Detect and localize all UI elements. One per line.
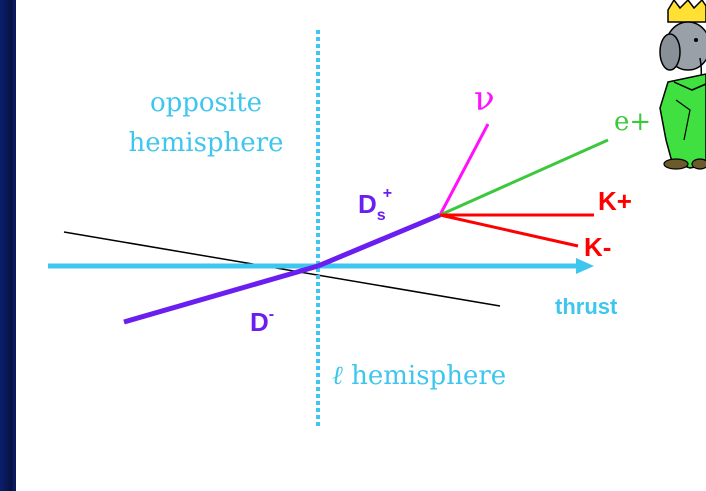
opposite-hemisphere-label-line1: opposite: [150, 88, 262, 118]
thrust-arrowhead: [576, 258, 594, 274]
k-plus-label: K+: [598, 186, 632, 216]
neutrino-track: [438, 123, 490, 216]
ds-subscript: s: [377, 207, 386, 224]
d-main: D: [250, 307, 269, 337]
d-minus-label: D-: [250, 306, 274, 337]
lepton-hemisphere-text: hemisphere: [343, 361, 506, 391]
neutrino-label: ν: [474, 79, 495, 119]
babar-elephant-icon: [659, 0, 706, 170]
lepton-symbol: ℓ: [332, 361, 343, 391]
positron-label: e+: [614, 107, 651, 137]
d-minus-track: [123, 263, 319, 325]
opposite-hemisphere-label-line2: hemisphere: [128, 128, 283, 158]
positron-track: [439, 138, 609, 217]
ds-plus-label: Ds +: [358, 185, 392, 224]
k-minus-label: K-: [584, 232, 611, 262]
ds-superscript: +: [383, 185, 392, 202]
jet-axis-line: [63, 231, 501, 307]
lepton-hemisphere-label: ℓ hemisphere: [332, 361, 506, 391]
d-superscript: -: [269, 306, 274, 323]
ds-plus-track: [317, 212, 441, 269]
ds-main: D: [358, 189, 377, 219]
k-minus-track: [439, 213, 579, 248]
thrust-label: thrust: [555, 294, 618, 319]
